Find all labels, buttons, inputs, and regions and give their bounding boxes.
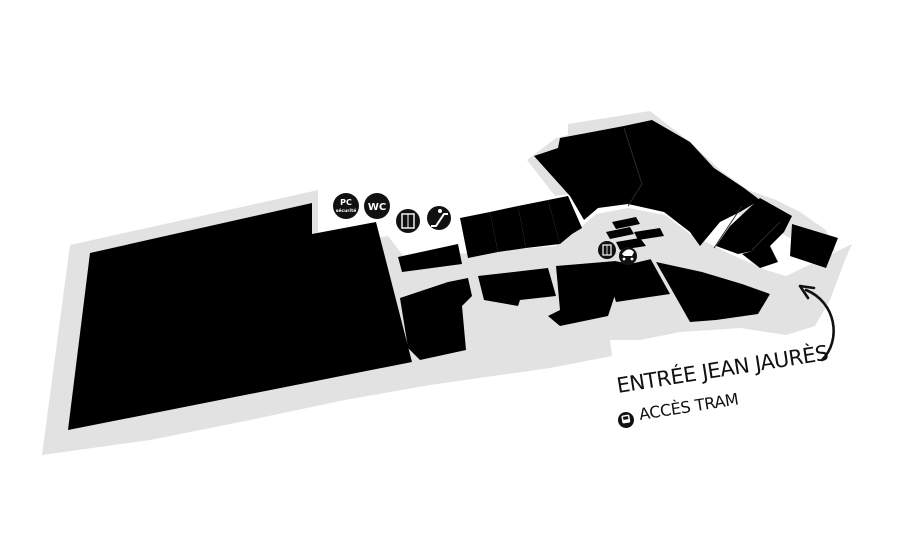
- pc-label-bottom: sécurité: [336, 207, 357, 214]
- escalator-icon: [427, 206, 451, 230]
- store-north-east-2: [790, 224, 838, 268]
- entrance-access: ACCÈS TRAM: [638, 389, 740, 423]
- store-south-3: [604, 258, 670, 302]
- island-stair-4: [616, 238, 646, 250]
- store-west-corridor: [400, 278, 472, 360]
- store-south-1: [478, 268, 556, 306]
- store-anchor: [68, 203, 412, 430]
- store-north-east-1: [716, 198, 792, 254]
- island-elevator-icon: [598, 241, 616, 259]
- island-stair-1: [612, 217, 640, 229]
- pc-securite-icon: PC sécurité: [333, 193, 359, 219]
- stroller-icon: [619, 247, 637, 265]
- wc-label: WC: [368, 202, 386, 213]
- store-row-1: [460, 212, 498, 258]
- store-north-east-3: [742, 246, 778, 268]
- tram-icon: [618, 412, 634, 428]
- store-row-4: [548, 196, 582, 244]
- store-north-block: [534, 120, 760, 246]
- store-row-3: [518, 200, 560, 248]
- store-row-2: [490, 206, 526, 252]
- pc-label-top: PC: [340, 198, 352, 207]
- store-south-east: [656, 262, 770, 322]
- store-dividers: [623, 127, 781, 251]
- store-corridor-strip: [398, 244, 462, 272]
- elevator-icon: [396, 209, 420, 233]
- store-blocks: [68, 120, 838, 430]
- divider-2: [627, 183, 643, 207]
- wc-icon: WC: [364, 193, 390, 219]
- entrance-title: ENTRÉE JEAN JAURÈS: [615, 340, 830, 398]
- island-stair-3: [634, 228, 664, 240]
- divider-3: [713, 205, 743, 249]
- divider-4: [751, 221, 781, 251]
- island-stair-2: [606, 227, 634, 239]
- store-south-2: [548, 262, 616, 326]
- curved-arrow-icon: [798, 284, 835, 362]
- divider-1: [623, 127, 643, 185]
